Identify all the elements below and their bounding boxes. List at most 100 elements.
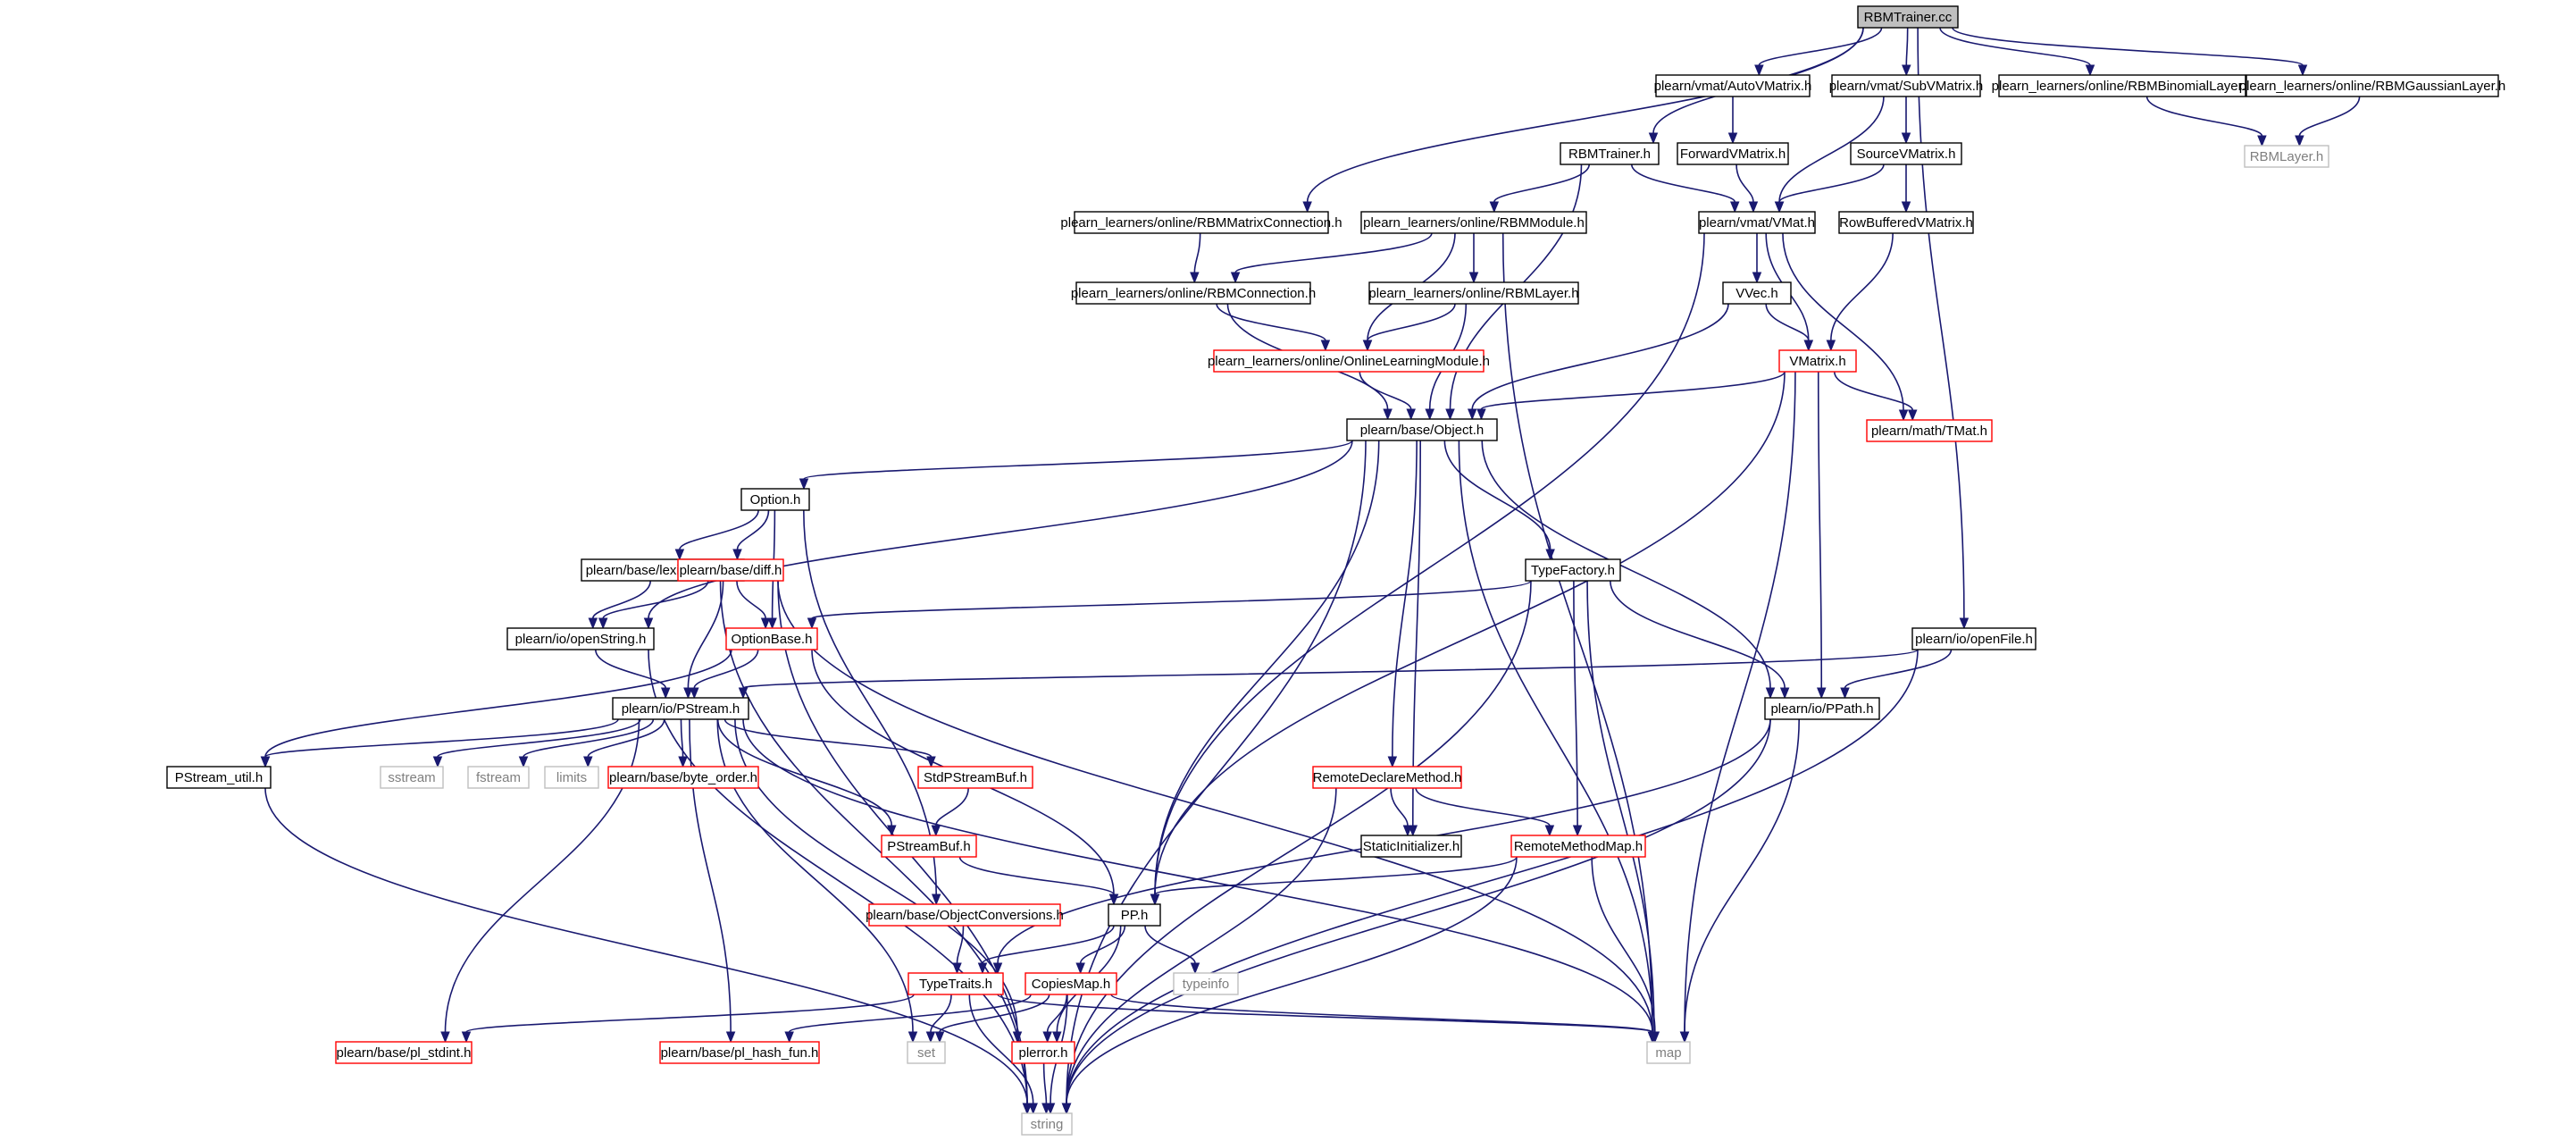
node-staticinit[interactable]: StaticInitializer.h: [1360, 835, 1462, 858]
node-label: TypeTraits.h: [919, 977, 992, 992]
node-typetraits[interactable]: TypeTraits.h: [907, 972, 1004, 995]
node-vmat[interactable]: plearn/vmat/VMat.h: [1698, 211, 1816, 234]
edge-copiesmap-to-plerror: [1042, 994, 1068, 1044]
node-label: plearn/base/ObjectConversions.h: [866, 908, 1064, 923]
node-box: [1011, 1041, 1075, 1064]
edge-line: [264, 787, 1028, 1104]
node-box: [544, 766, 599, 789]
edge-rbmmodule-to-rbmlayer: [1468, 233, 1479, 284]
node-subvmatrix[interactable]: plearn/vmat/SubVMatrix.h: [1829, 74, 1984, 97]
edge-arrowhead: [660, 687, 671, 700]
edge-line: [777, 580, 1653, 1033]
node-rbmmodule[interactable]: plearn_learners/online/RBMModule.h: [1360, 211, 1587, 234]
edge-line: [742, 649, 1919, 689]
node-sstream: sstream: [380, 766, 444, 789]
node-objectconv[interactable]: plearn/base/ObjectConversions.h: [866, 903, 1064, 927]
node-typefactory[interactable]: TypeFactory.h: [1525, 558, 1621, 582]
edge-typefactory-to-optionbase: [807, 580, 1532, 630]
node-copiesmap[interactable]: CopiesMap.h: [1025, 972, 1117, 995]
edge-line: [1392, 440, 1418, 758]
edge-openstring-to-pstream: [595, 649, 671, 700]
node-rbmmatrixconn[interactable]: plearn_learners/online/RBMMatrixConnecti…: [1060, 211, 1342, 234]
node-vvec[interactable]: VVec.h: [1722, 281, 1792, 305]
edge-line: [1443, 440, 1551, 550]
edge-line: [1412, 440, 1421, 826]
node-rbmconnection[interactable]: plearn_learners/online/RBMConnection.h: [1071, 281, 1316, 305]
edge-line: [523, 718, 655, 758]
node-label: plearn/io/PPath.h: [1770, 701, 1873, 717]
node-pl-stdint[interactable]: plearn/base/pl_stdint.h: [335, 1041, 473, 1064]
edge-pstream_util-to-string: [264, 787, 1033, 1115]
node-label: RemoteMethodMap.h: [1514, 839, 1643, 854]
edge-root-to-rbmgaussian: [1952, 27, 2308, 77]
node-layer: RBMTrainer.cc plearn/vmat/AutoVMatrix.h pl…: [166, 5, 2506, 1136]
edge-option-to-objectconv: [803, 509, 941, 906]
edge-arrowhead: [440, 1031, 450, 1044]
edge-line: [648, 649, 1028, 1104]
edge-copiesmap-to-set: [934, 994, 1050, 1044]
node-ppath[interactable]: plearn/io/PPath.h: [1764, 697, 1880, 720]
node-rbmlayer[interactable]: plearn_learners/online/RBMLayer.h: [1368, 281, 1579, 305]
edge-arrowhead: [1468, 408, 1477, 421]
node-byte-order[interactable]: plearn/base/byte_order.h: [607, 766, 759, 789]
node-object[interactable]: plearn/base/Object.h: [1346, 418, 1498, 441]
node-diff[interactable]: plearn/base/diff.h: [677, 558, 784, 582]
node-label: plearn_learners/online/RBMLayer.h: [1368, 286, 1578, 301]
node-tmat[interactable]: plearn/math/TMat.h: [1866, 419, 1993, 442]
node-pp[interactable]: PP.h: [1108, 903, 1161, 927]
edge-onlinelearning-to-object: [1359, 371, 1416, 421]
edge-copiesmap-to-map: [1110, 994, 1658, 1044]
node-box: [1173, 972, 1239, 995]
node-autovmatrix[interactable]: plearn/vmat/AutoVMatrix.h: [1654, 74, 1812, 97]
node-label: plearn/base/byte_order.h: [609, 770, 757, 785]
edge-rbmmodule-to-rbmconnection: [1230, 232, 1433, 284]
edge-rbmgaussian-to-rbmlayer_sys: [2295, 96, 2361, 147]
edge-arrowhead: [784, 1031, 794, 1044]
node-pstreambuf[interactable]: PStreamBuf.h: [881, 835, 977, 858]
edge-remotemethodmap-to-pp: [1150, 856, 1518, 906]
node-remotemethodmap[interactable]: RemoteMethodMap.h: [1510, 835, 1646, 858]
edge-line: [1573, 580, 1578, 826]
node-forwardvmatrix[interactable]: ForwardVMatrix.h: [1677, 142, 1789, 165]
edge-line: [2298, 96, 2361, 137]
node-openfile[interactable]: plearn/io/openFile.h: [1911, 627, 2037, 650]
edge-line: [1610, 580, 1786, 689]
node-openstring[interactable]: plearn/io/openString.h: [506, 627, 655, 650]
node-label: limits: [556, 770, 587, 785]
node-pl-hash-fun[interactable]: plearn/base/pl_hash_fun.h: [659, 1041, 820, 1064]
edge-line: [1684, 718, 1800, 1033]
node-box: [1764, 697, 1880, 720]
node-remotedeclare[interactable]: RemoteDeclareMethod.h: [1312, 766, 1462, 789]
node-box: [1021, 1112, 1073, 1136]
edge-arrowhead: [1817, 687, 1827, 700]
node-option[interactable]: Option.h: [740, 488, 810, 511]
node-plerror[interactable]: plerror.h: [1011, 1041, 1075, 1064]
node-label: plearn/vmat/AutoVMatrix.h: [1654, 79, 1812, 94]
edge-arrowhead: [1754, 64, 1764, 77]
node-pstream-util[interactable]: PStream_util.h: [166, 766, 272, 789]
node-label: plearn/io/openFile.h: [1915, 632, 2033, 647]
node-pstream[interactable]: plearn/io/PStream.h: [612, 697, 749, 720]
node-root[interactable]: RBMTrainer.cc: [1857, 5, 1959, 29]
node-box: [1360, 211, 1587, 234]
edge-line: [1830, 232, 1894, 341]
node-label: plearn_learners/online/RBMConnection.h: [1071, 286, 1316, 301]
node-box: [1677, 142, 1789, 165]
node-optionbase[interactable]: OptionBase.h: [725, 627, 818, 650]
node-vmatrix[interactable]: VMatrix.h: [1778, 349, 1857, 373]
node-sourcevmatrix[interactable]: SourceVMatrix.h: [1850, 142, 1962, 165]
node-rbmtrainer-h[interactable]: RBMTrainer.h: [1560, 142, 1660, 165]
node-rbmbinomial[interactable]: plearn_learners/online/RBMBinomialLayer.…: [1992, 74, 2254, 97]
edge-arrowhead: [907, 1031, 918, 1044]
node-stdpstreambuf[interactable]: StdPStreamBuf.h: [917, 766, 1033, 789]
node-box: [1360, 835, 1462, 858]
edge-arrowhead: [725, 1031, 736, 1044]
node-rbmgaussian[interactable]: plearn_learners/online/RBMGaussianLayer.…: [2239, 74, 2506, 97]
edge-vmat-to-pp: [1150, 232, 1705, 906]
node-rowbuffered[interactable]: RowBufferedVMatrix.h: [1838, 211, 1974, 234]
edge-diff-to-optionbase: [736, 580, 771, 630]
node-label: PP.h: [1121, 908, 1149, 923]
edge-arrowhead: [1387, 756, 1398, 768]
node-onlinelearning[interactable]: plearn_learners/online/OnlineLearningMod…: [1208, 349, 1490, 373]
edge-line: [2145, 96, 2263, 137]
